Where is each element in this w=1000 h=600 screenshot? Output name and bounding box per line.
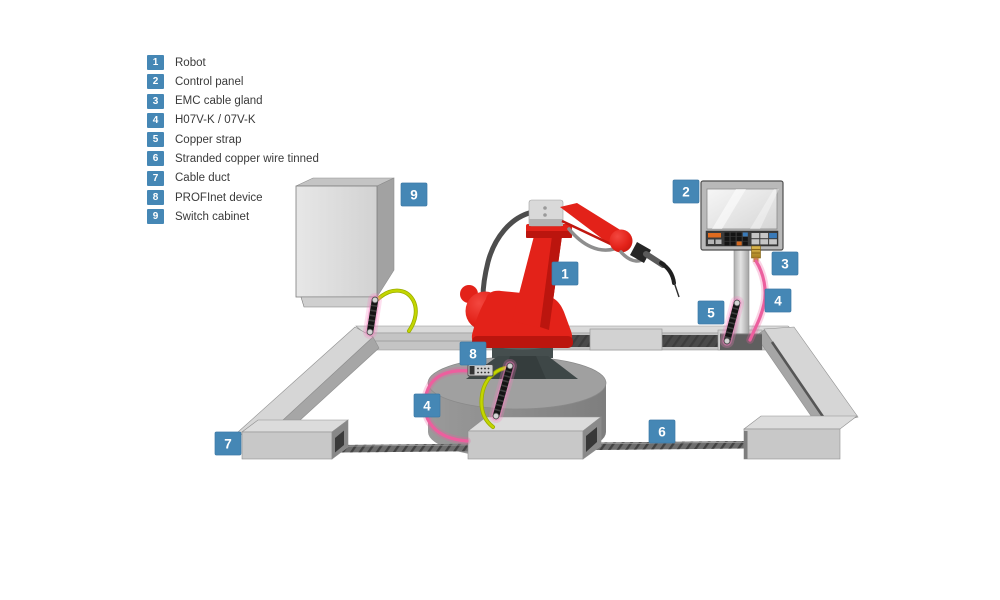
robot-arm-facet — [540, 236, 562, 330]
control-panel — [700, 180, 784, 350]
callout-stranded-wire: 6 — [648, 419, 676, 444]
robot — [460, 199, 680, 348]
svg-text:8: 8 — [469, 347, 477, 362]
callout-cable-duct: 7 — [214, 431, 242, 456]
legend-badge: 7 — [147, 170, 164, 186]
legend-label: EMC cable gland — [175, 95, 263, 108]
callout-profinet: 8 — [459, 341, 487, 366]
robot-head — [528, 199, 564, 227]
legend-label: Robot — [175, 56, 206, 69]
cable-duct-right — [755, 326, 859, 430]
legend-label: H07V-K / 07V-K — [175, 114, 256, 127]
legend-badge: 1 — [147, 55, 164, 70]
svg-text:2: 2 — [682, 185, 690, 200]
legend-item: 4 H07V-K / 07V-K — [147, 112, 319, 128]
keypad — [705, 230, 779, 247]
legend-label: Copper strap — [175, 133, 242, 146]
robot-hose — [567, 227, 616, 252]
svg-text:1: 1 — [561, 267, 569, 282]
legend-item: 5 Copper strap — [147, 132, 319, 148]
legend-badge: 8 — [147, 190, 164, 206]
legend-item: 9 Switch cabinet — [147, 209, 319, 225]
callout-copper-strap: 5 — [697, 300, 725, 325]
callout-h07vk-left: 4 — [413, 393, 441, 418]
svg-text:4: 4 — [774, 294, 782, 309]
robot-collar-shadow — [526, 231, 572, 238]
cable-duct-front-right — [743, 415, 858, 460]
svg-text:5: 5 — [707, 306, 715, 321]
legend: 1 Robot 2 Control panel 3 EMC cable gland 4… — [147, 55, 319, 225]
h07v-k-cable-panel — [746, 257, 769, 344]
copper-strap-cabinet — [363, 293, 382, 339]
screen-glare — [712, 189, 746, 229]
robot-body-shadow — [472, 336, 573, 348]
legend-badge: 2 — [147, 74, 164, 90]
legend-label: Stranded copper wire tinned — [175, 152, 319, 165]
svg-text:4: 4 — [423, 399, 431, 414]
copper-strap-robot — [489, 359, 517, 423]
earth-wire-robot — [479, 366, 507, 429]
legend-item: 3 EMC cable gland — [147, 93, 319, 109]
robot-arm-upper-shadow — [561, 219, 620, 250]
legend-badge: 3 — [147, 93, 164, 109]
robot-wrist-joint — [609, 229, 633, 253]
svg-text:3: 3 — [781, 257, 789, 272]
legend-label: PROFInet device — [175, 191, 263, 204]
robot-cable — [480, 209, 536, 300]
earth-wire-cabinet — [375, 288, 418, 333]
legend-item: 6 Stranded copper wire tinned — [147, 151, 319, 167]
callout-switch-cabinet: 9 — [400, 182, 428, 207]
switch-cabinet — [295, 177, 395, 308]
svg-text:6: 6 — [658, 425, 666, 440]
legend-label: Control panel — [175, 75, 244, 88]
callout-robot: 1 — [551, 261, 579, 286]
legend-badge: 9 — [147, 209, 164, 225]
legend-item: 8 PROFInet device — [147, 190, 319, 206]
legend-label: Switch cabinet — [175, 210, 250, 223]
legend-item: 7 Cable duct — [147, 170, 319, 186]
legend-label: Cable duct — [175, 172, 230, 185]
cable-duct-front-center — [467, 416, 602, 460]
legend-badge: 4 — [147, 112, 164, 128]
legend-item: 2 Control panel — [147, 74, 319, 90]
callout-control-panel: 2 — [672, 179, 700, 204]
legend-badge: 6 — [147, 151, 164, 167]
svg-text:7: 7 — [224, 437, 232, 452]
welding-torch — [630, 242, 680, 298]
legend-badge: 5 — [147, 132, 164, 148]
callout-h07vk-right: 4 — [764, 288, 792, 313]
screen-glare — [750, 189, 779, 229]
profinet-device — [467, 364, 494, 377]
cable-duct-front-left — [241, 419, 349, 460]
copper-strap-pole — [720, 296, 744, 348]
legend-item: 1 Robot — [147, 55, 319, 70]
callout-emc-gland: 3 — [771, 251, 799, 276]
svg-text:9: 9 — [410, 188, 418, 203]
